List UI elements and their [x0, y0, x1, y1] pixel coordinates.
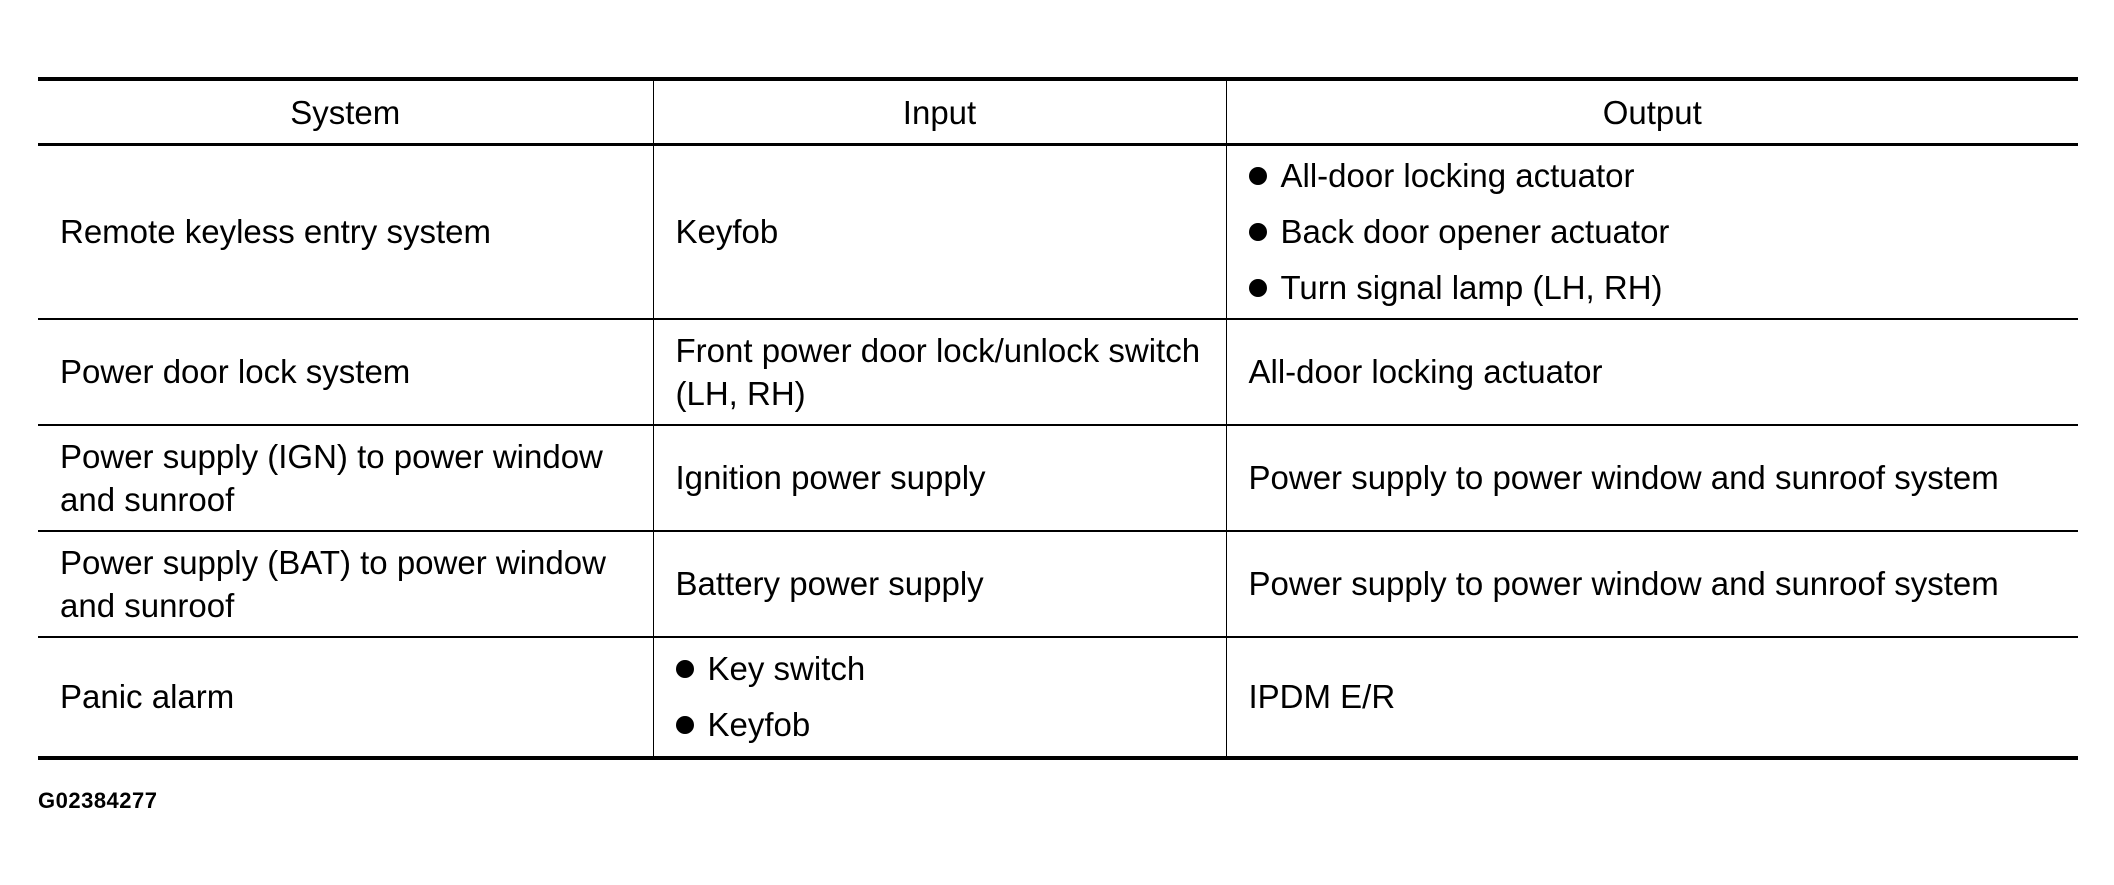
- input-bullet-list: Key switch Keyfob: [675, 641, 1226, 753]
- list-item-text: All-door locking actuator: [1280, 156, 1635, 194]
- list-item-text: Back door opener actuator: [1280, 212, 1670, 250]
- cell-output: Power supply to power window and sunroof…: [1225, 423, 2078, 531]
- figure-id: G02384277: [38, 788, 158, 813]
- header-output: Output: [1225, 77, 2078, 146]
- cell-system: Remote keyless entry system: [38, 143, 653, 319]
- cell-system: Power door lock system: [38, 317, 653, 425]
- cell-system: Panic alarm: [38, 635, 653, 760]
- list-item: Turn signal lamp (LH, RH): [1248, 260, 2079, 316]
- header-system: System: [38, 77, 653, 146]
- cell-input: Battery power supply: [652, 529, 1226, 637]
- cell-input: Key switch Keyfob: [652, 635, 1226, 760]
- list-item-text: Keyfob: [707, 705, 811, 743]
- system-io-table: System Input Output Remote keyless entry…: [38, 77, 2078, 760]
- cell-output: All-door locking actuator Back door open…: [1225, 143, 2079, 319]
- list-item: Key switch: [675, 641, 1226, 697]
- output-bullet-list: All-door locking actuator Back door open…: [1248, 148, 2079, 316]
- bullet-icon: [1248, 222, 1267, 241]
- bullet-icon: [675, 715, 694, 734]
- list-item: Keyfob: [675, 697, 1226, 753]
- table-row: Remote keyless entry system Keyfob All-d…: [38, 143, 2079, 319]
- table-row: Power supply (IGN) to power window and s…: [38, 423, 2078, 531]
- header-input: Input: [652, 77, 1226, 146]
- cell-input: Ignition power supply: [652, 423, 1226, 531]
- cell-input: Front power door lock/unlock switch (LH,…: [652, 317, 1226, 425]
- cell-output: All-door locking actuator: [1225, 317, 2078, 425]
- table-row: Power door lock system Front power door …: [38, 317, 2078, 425]
- cell-output: IPDM E/R: [1225, 635, 2078, 760]
- cell-output: Power supply to power window and sunroof…: [1225, 529, 2078, 637]
- list-item-text: Key switch: [707, 649, 866, 687]
- table-row: Panic alarm Key switch Keyfob IPDM E/R: [38, 635, 2078, 760]
- cell-input: Keyfob: [652, 143, 1226, 319]
- list-item: All-door locking actuator: [1248, 148, 2079, 204]
- table-header-row: System Input Output: [38, 77, 2078, 146]
- bullet-icon: [1248, 278, 1267, 297]
- bullet-icon: [1248, 166, 1267, 185]
- bullet-icon: [675, 659, 694, 678]
- list-item: Back door opener actuator: [1248, 204, 2079, 260]
- table-row: Power supply (BAT) to power window and s…: [38, 529, 2078, 637]
- cell-system: Power supply (IGN) to power window and s…: [38, 423, 653, 531]
- cell-system: Power supply (BAT) to power window and s…: [38, 529, 653, 637]
- list-item-text: Turn signal lamp (LH, RH): [1280, 268, 1663, 306]
